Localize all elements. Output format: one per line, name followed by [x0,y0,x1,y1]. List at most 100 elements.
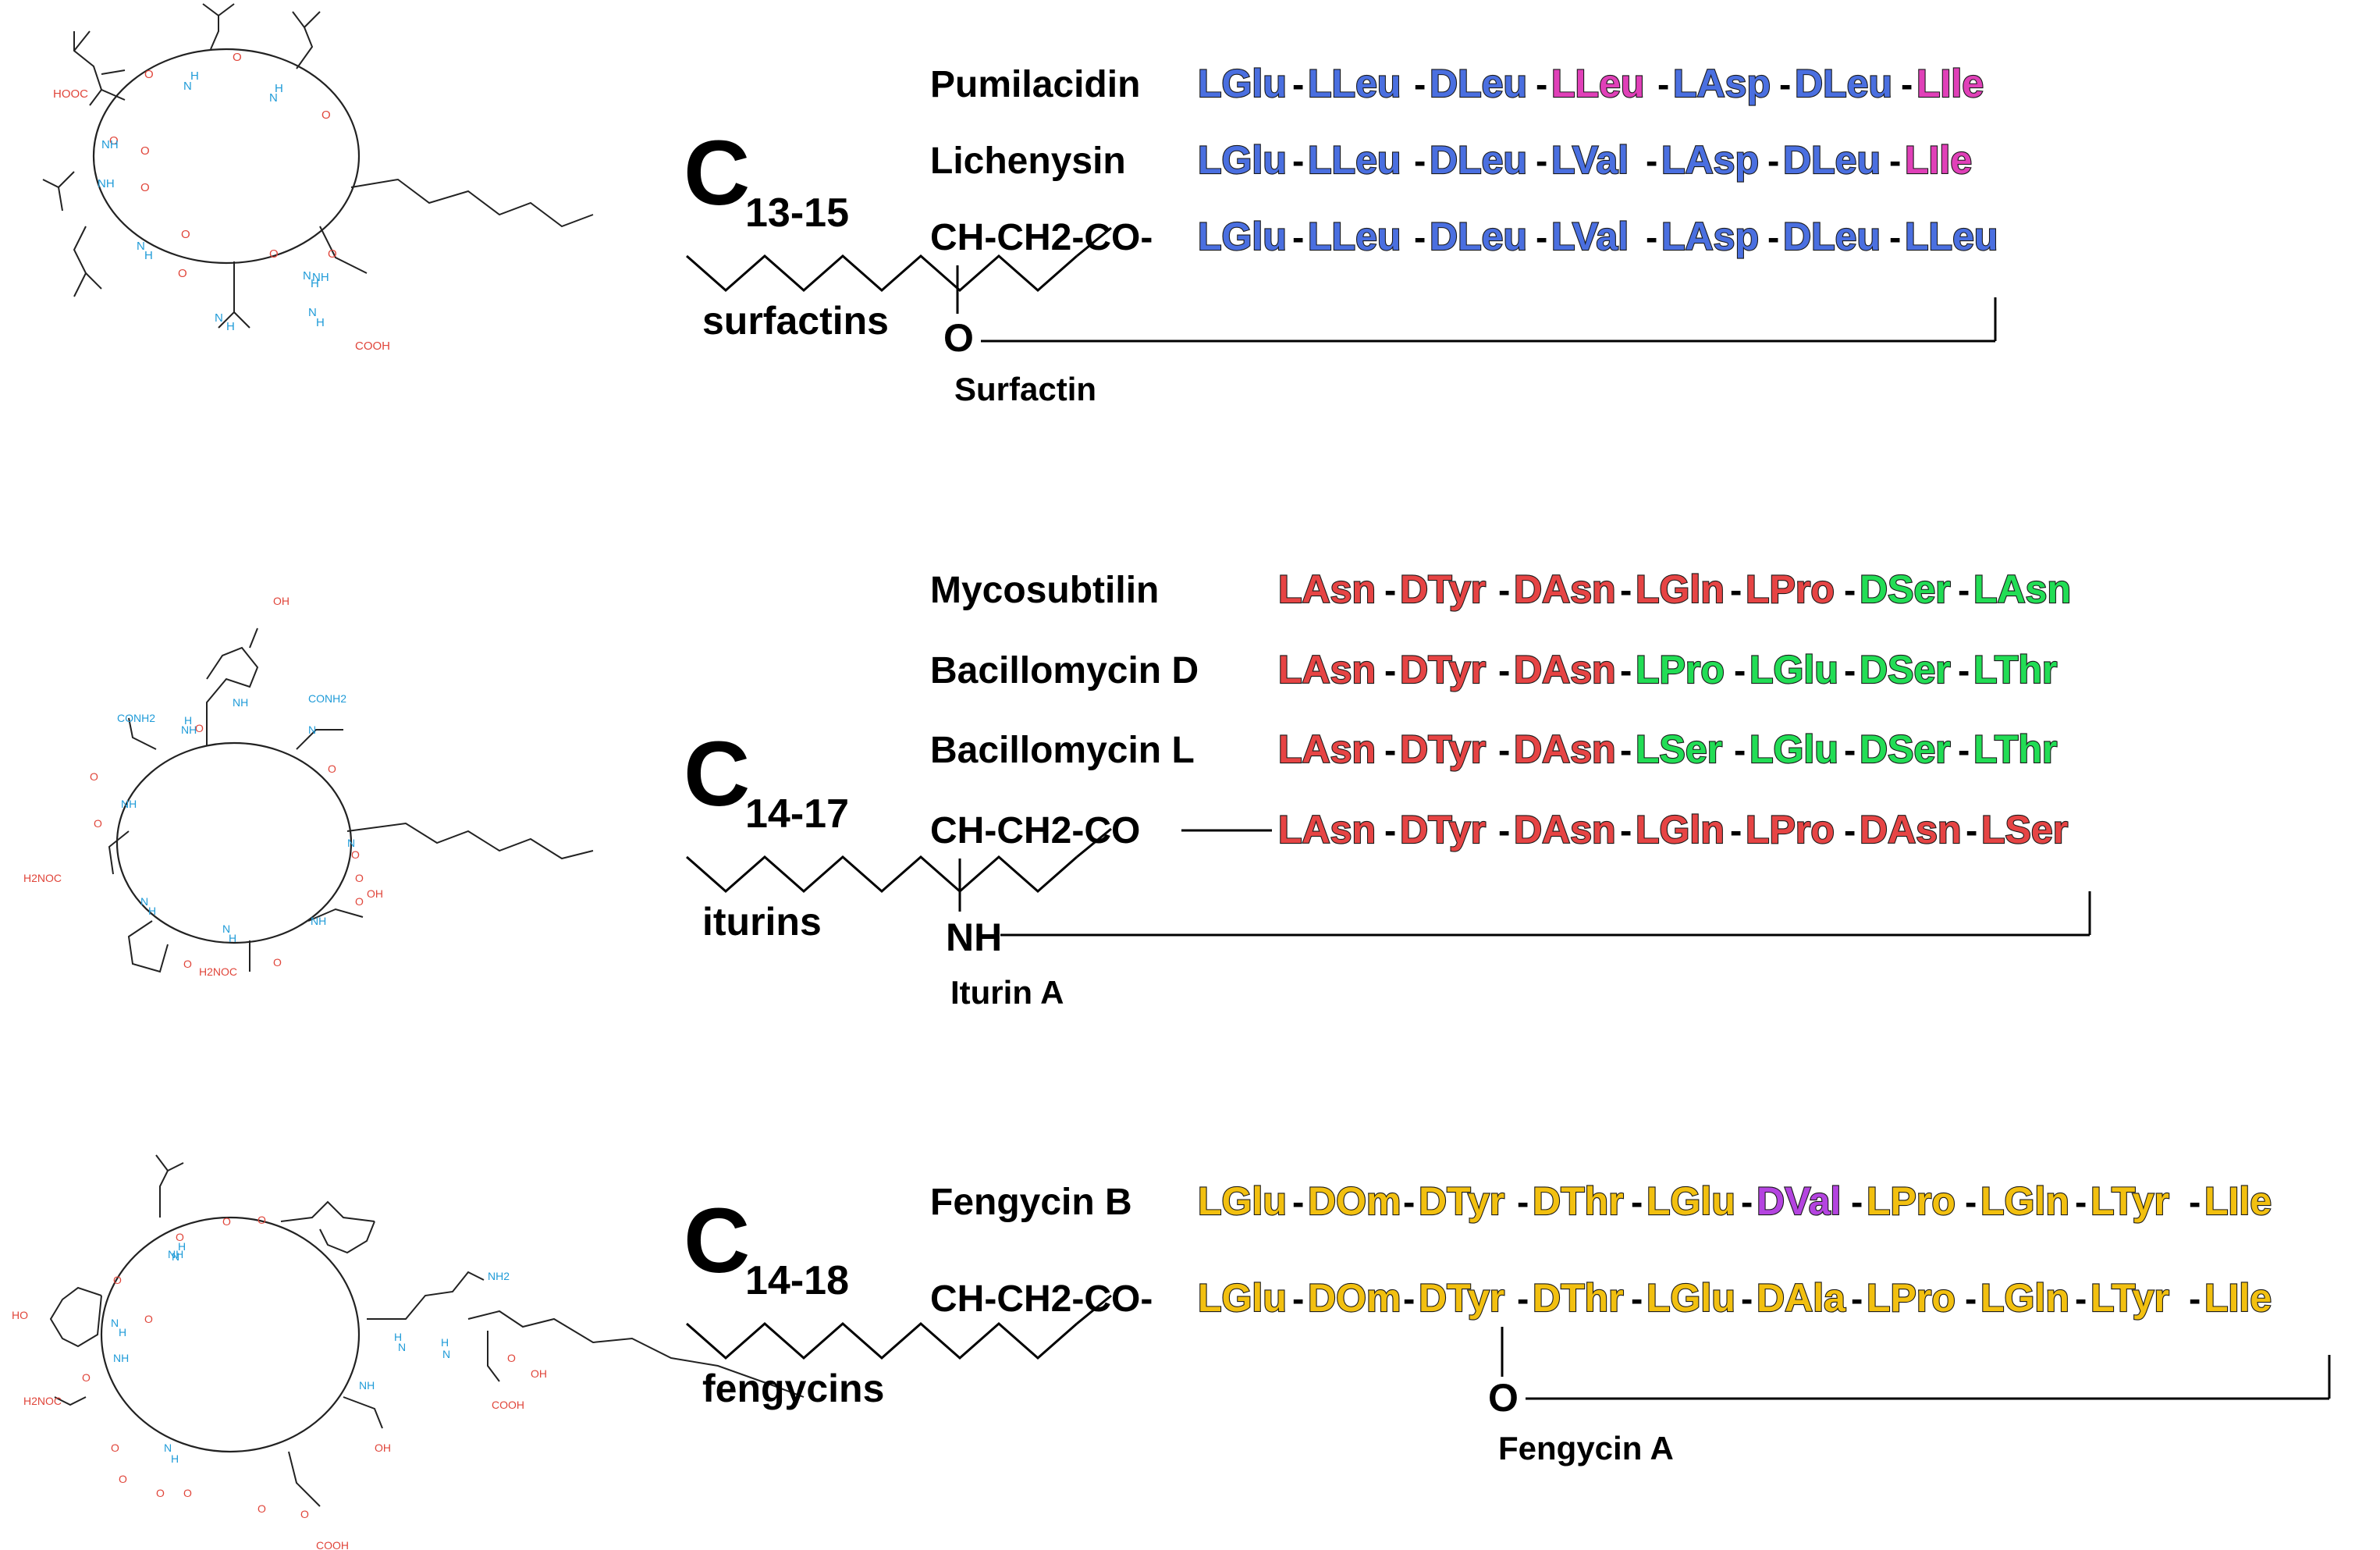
atom-label: O [156,1487,165,1499]
peptide-bond: - [1292,1278,1304,1319]
peptide-bond: - [1384,730,1396,770]
amino-acid-residue: DOm [1308,1179,1401,1223]
atom-label: O [176,1231,184,1243]
amino-acid-residue: DAsn [1514,567,1616,611]
amino-acid-residue: DAsn [1514,648,1616,691]
lipopeptide-name: Bacillomycin L [930,730,1195,771]
atom-label: N [140,895,148,908]
atom-label: HOOC [53,87,88,101]
atom-label: O [321,108,331,122]
atom-label: O [351,848,360,861]
amino-acid-residue: DTyr [1400,567,1486,611]
atom-label: CONH2 [117,712,155,724]
peptide-bond: - [1384,650,1396,691]
amino-acid-residue: LAsn [1278,808,1376,851]
amino-acid-residue: LPro [1746,567,1835,611]
atom-label: O [140,181,150,194]
amino-acid-residue: LPro [1867,1179,1956,1223]
peptide-bond: - [1536,217,1547,258]
peptide-bond: - [1767,140,1779,181]
amino-acid-residue: LGlu [1198,1179,1287,1223]
lipopeptide-name: Fengycin B [930,1182,1132,1223]
family-label: fengycins [702,1367,884,1410]
amino-acid-residue: DVal [1757,1179,1841,1223]
atom-label: CONH2 [308,692,346,705]
amino-acid-residue: LAsp [1673,62,1771,105]
peptide-bond: - [1498,570,1510,610]
amino-acid-residue: DLeu [1795,62,1892,105]
peptide-bond: - [1901,64,1913,105]
amino-acid-residue: LIle [2204,1276,2272,1320]
atom-label: O [355,895,364,908]
amino-acid-residue: LGlu [1198,62,1287,105]
amino-acid-residue: LTyr [2090,1179,2169,1223]
atom-label: N [222,923,230,935]
atom-label: NH [233,696,248,709]
peptide-bond: - [1646,140,1657,181]
atom-label: N [137,240,145,253]
lipid-linker-prefix: CH-CH2-CO- [930,217,1153,258]
atom-label: HO [12,1309,28,1321]
peptide-bond: - [1844,570,1856,610]
chain-bond [1076,827,1112,859]
amino-acid-residue: LThr [1973,727,2057,771]
amino-acid-residue: LGln [1980,1276,2069,1320]
atom-label: NH [181,723,197,736]
atom-label: O [113,1274,122,1286]
amino-acid-residue: LGlu [1198,138,1287,182]
amino-acid-residue: LLeu [1905,215,1998,258]
amino-acid-residue: LVal [1551,138,1629,182]
fatty-acid-chain [686,1322,1078,1360]
amino-acid-residue: LSer [1981,808,2068,851]
ring-closure-atom: O [1488,1376,1519,1420]
amino-acid-residue: LAsp [1661,215,1759,258]
amino-acid-residue: LPro [1867,1276,1956,1320]
amino-acid-residue: LLeu [1308,138,1401,182]
peptide-bond: - [1741,1278,1753,1319]
peptide-bond: - [1631,1182,1643,1222]
amino-acid-residue: DAsn [1860,808,1962,851]
lipopeptide-name: Pumilacidin [930,64,1140,105]
chain-letter: C [684,1189,750,1292]
peptide-bond: - [1646,217,1657,258]
amino-acid-residue: LGlu [1749,648,1838,691]
lipid-linker-prefix: CH-CH2-CO [930,810,1140,851]
atom-label: H [441,1336,449,1349]
amino-acid-residue: LThr [1973,648,2057,691]
peptide-bond: - [1966,810,1977,851]
fatty-acid-chain [686,254,1078,292]
peptide-bond: - [1734,650,1746,691]
peptide-bond: - [1844,730,1856,770]
atom-label: N [215,311,223,325]
atom-label: N [172,1250,179,1263]
amino-acid-residue: LGlu [1646,1276,1735,1320]
family-label: iturins [702,900,822,944]
chain-bond [1076,226,1112,258]
amino-acid-residue: DLeu [1783,215,1881,258]
atom-label: O [273,956,282,969]
lipopeptide-name: Bacillomycin D [930,650,1199,691]
atom-label: O [258,1502,266,1515]
amino-acid-residue: LVal [1551,215,1629,258]
amino-acid-residue: DTyr [1400,727,1486,771]
amino-acid-residue: DTyr [1400,648,1486,691]
atom-label: NH [98,177,115,190]
atom-label: NH [311,915,326,927]
atom-label: O [269,247,279,261]
atom-label: O [109,134,119,148]
peptide-bond: - [1620,650,1632,691]
peptide-bond: - [1657,64,1669,105]
amino-acid-residue: DTyr [1400,808,1486,851]
atom-label: H [394,1331,402,1343]
atom-label: H2NOC [23,872,62,884]
atom-label: N [308,306,317,319]
atom-label: O [222,1215,231,1228]
peptide-bond: - [1536,140,1547,181]
amino-acid-residue: LGlu [1646,1179,1735,1223]
